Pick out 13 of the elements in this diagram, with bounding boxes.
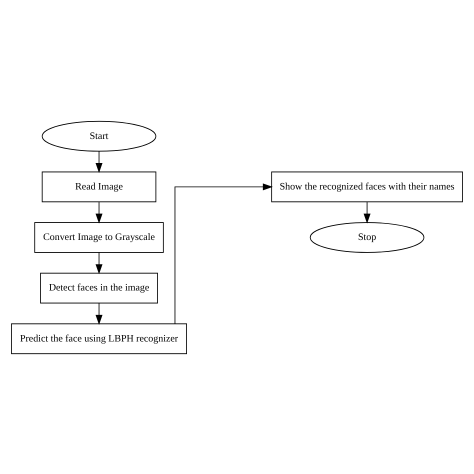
arrow	[364, 201, 371, 224]
arrow	[96, 302, 103, 324]
arrow	[96, 150, 103, 172]
arrow	[96, 201, 103, 224]
node-ellipse: Stop	[310, 222, 424, 252]
node-box: Convert Image to Grayscale	[34, 222, 164, 252]
node-box: Predict the face using LBPH recognizer	[11, 322, 187, 354]
arrow	[174, 182, 273, 324]
node-box: Detect faces in the image	[40, 272, 158, 303]
node-ellipse: Start	[42, 120, 156, 152]
node-box: Read Image	[42, 171, 156, 202]
node-box: Show the recognized faces with their names	[271, 171, 463, 202]
arrow	[96, 252, 103, 274]
